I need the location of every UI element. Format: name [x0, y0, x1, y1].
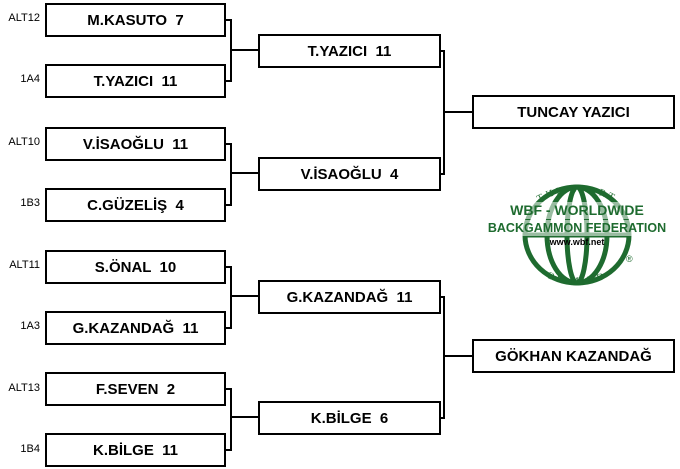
round2-match-box: K.BİLGE 6	[258, 401, 441, 435]
round1-match-box: V.İSAOĞLU 11	[45, 127, 226, 161]
seed-label-4: 1B3	[20, 197, 40, 209]
round2-match-box: V.İSAOĞLU 4	[258, 157, 441, 191]
bracket-connector	[226, 449, 232, 451]
seed-label-5: ALT11	[9, 259, 40, 271]
round1-match-box: F.SEVEN 2	[45, 372, 226, 406]
bracket-connector	[443, 296, 445, 419]
bracket-connector	[226, 80, 232, 82]
round1-match-box: S.ÖNAL 10	[45, 250, 226, 284]
logo-url: www.wbf.net	[549, 237, 605, 247]
seed-label-2: 1A4	[20, 73, 40, 85]
bracket-connector	[230, 266, 232, 329]
logo-line2: BACKGAMMON FEDERATION	[488, 221, 666, 235]
round1-match-box: G.KAZANDAĞ 11	[45, 311, 226, 345]
round2-match-box: T.YAZICI 11	[258, 34, 441, 68]
round1-match-box: K.BİLGE 11	[45, 433, 226, 467]
bracket-connector	[226, 19, 232, 21]
seed-label-8: 1B4	[20, 443, 40, 455]
round2-match-box: G.KAZANDAĞ 11	[258, 280, 441, 314]
bracket-connector	[226, 266, 232, 268]
seed-label-1: ALT12	[8, 12, 40, 24]
logo-line1: WBF - WORLDWIDE	[510, 202, 644, 218]
logo-registered-mark: ®	[626, 254, 633, 264]
bracket-connector	[226, 327, 232, 329]
bracket-connector	[226, 143, 232, 145]
logo-bottom-text: OF MIND	[545, 270, 609, 287]
bracket-connector	[230, 172, 259, 174]
bracket-connector	[226, 388, 232, 390]
bracket-connector	[230, 49, 259, 51]
wbf-logo: THE SPORT WBF - WORLDWIDE BACKGAMMON FED…	[486, 184, 668, 287]
bracket-connector	[443, 111, 473, 113]
round1-match-box: T.YAZICI 11	[45, 64, 226, 98]
round1-match-box: M.KASUTO 7	[45, 3, 226, 37]
finalist-box: GÖKHAN KAZANDAĞ	[472, 339, 675, 373]
seed-label-3: ALT10	[8, 136, 40, 148]
finalist-box: TUNCAY YAZICI	[472, 95, 675, 129]
bracket-connector	[226, 204, 232, 206]
round1-match-box: C.GÜZELİŞ 4	[45, 188, 226, 222]
seed-label-7: ALT13	[8, 382, 40, 394]
bracket-connector	[230, 388, 232, 451]
bracket-connector	[443, 355, 473, 357]
bracket-connector	[230, 416, 259, 418]
bracket-connector	[230, 295, 259, 297]
seed-label-6: 1A3	[20, 320, 40, 332]
bracket-connector	[230, 143, 232, 206]
